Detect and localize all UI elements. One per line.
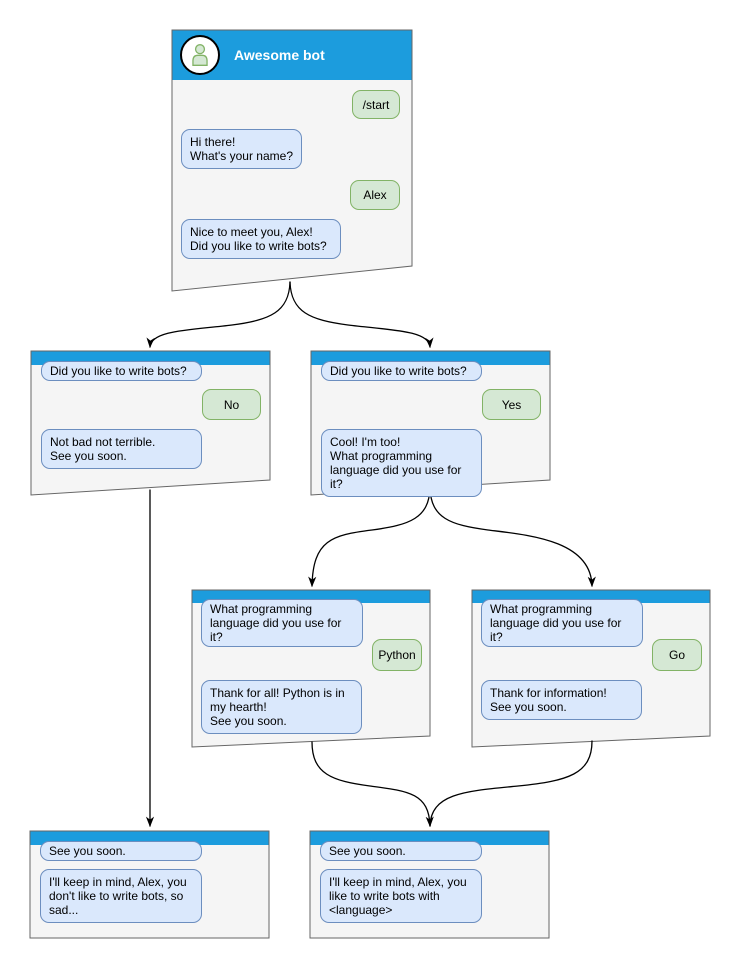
bot-message-bubble: Thank for information! See you soon. xyxy=(481,680,642,720)
edge-start-to-branch-yes xyxy=(289,281,434,349)
bot-message-bubble: Nice to meet you, Alex! Did you like to … xyxy=(181,219,341,259)
start-window-header: Awesome bot xyxy=(172,30,412,80)
bot-title: Awesome bot xyxy=(234,47,325,63)
bot-avatar xyxy=(180,35,220,75)
user-message-bubble: Alex xyxy=(350,180,400,210)
person-icon xyxy=(192,44,208,66)
edge-python-to-end-yes xyxy=(311,741,434,828)
bot-message-bubble: See you soon. xyxy=(320,841,482,861)
bot-message-bubble: What programming language did you use fo… xyxy=(481,599,643,647)
edge-go-to-end-yes xyxy=(429,740,593,827)
bot-message-bubble: Cool! I'm too! What programming language… xyxy=(321,429,482,497)
bot-message-bubble: What programming language did you use fo… xyxy=(201,599,363,647)
bot-message-bubble: I'll keep in mind, Alex, you like to wri… xyxy=(320,869,482,923)
user-message-bubble: Yes xyxy=(482,389,541,420)
edge-branch-yes-to-python xyxy=(308,487,431,588)
bot-message-bubble: Thank for all! Python is in my hearth! S… xyxy=(201,680,362,734)
bot-message-bubble: I'll keep in mind, Alex, you don't like … xyxy=(40,869,202,923)
bot-message-bubble: Not bad not terrible. See you soon. xyxy=(41,429,202,469)
user-message-bubble: /start xyxy=(352,90,400,119)
user-message-bubble: Go xyxy=(652,639,702,671)
user-message-bubble: Python xyxy=(372,639,422,671)
bot-message-bubble: See you soon. xyxy=(40,841,202,861)
user-message-bubble: No xyxy=(202,389,261,420)
edge-start-to-branch-no xyxy=(146,281,291,349)
edge-branch-yes-to-go xyxy=(429,487,596,588)
bot-message-bubble: Did you like to write bots? xyxy=(41,361,202,381)
bot-message-bubble: Hi there! What's your name? xyxy=(181,129,302,169)
bot-message-bubble: Did you like to write bots? xyxy=(321,361,482,381)
